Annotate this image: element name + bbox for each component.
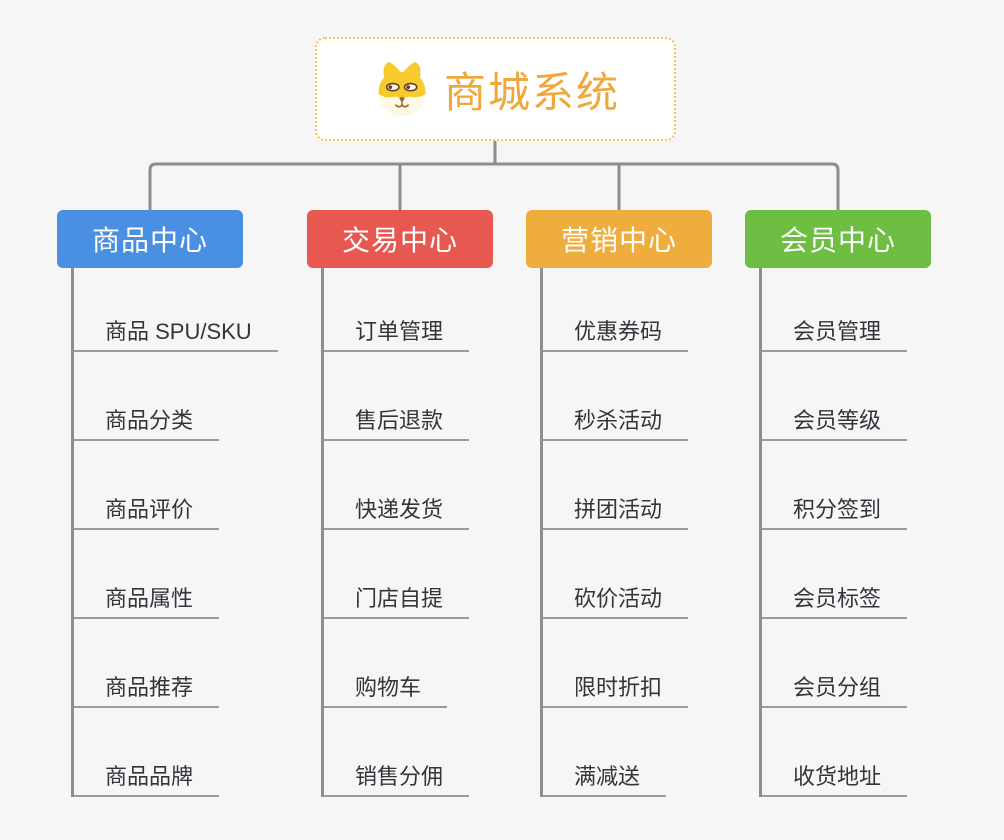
child-node[interactable]: 快递发货 (324, 441, 470, 530)
child-node[interactable]: 满减送 (543, 708, 667, 797)
dog-face-icon (378, 61, 426, 117)
child-node[interactable]: 秒杀活动 (543, 352, 689, 441)
child-node[interactable]: 会员分组 (762, 619, 908, 708)
child-node[interactable]: 销售分佣 (324, 708, 470, 797)
child-node[interactable]: 砍价活动 (543, 530, 689, 619)
child-node[interactable]: 售后退款 (324, 352, 470, 441)
child-node[interactable]: 商品评价 (74, 441, 220, 530)
child-node[interactable]: 会员管理 (762, 268, 908, 352)
child-node[interactable]: 限时折扣 (543, 619, 689, 708)
branch-node-1[interactable]: 商品中心 (57, 210, 243, 268)
child-node[interactable]: 门店自提 (324, 530, 470, 619)
child-node[interactable]: 优惠券码 (543, 268, 689, 352)
branch-children-group: 订单管理售后退款快递发货门店自提购物车销售分佣 (321, 268, 470, 797)
child-node[interactable]: 购物车 (324, 619, 448, 708)
child-node[interactable]: 商品分类 (74, 352, 220, 441)
branch-node-3[interactable]: 营销中心 (526, 210, 712, 268)
child-node[interactable]: 收货地址 (762, 708, 908, 797)
child-node[interactable]: 商品 SPU/SKU (74, 268, 278, 352)
child-node[interactable]: 商品属性 (74, 530, 220, 619)
child-node[interactable]: 会员标签 (762, 530, 908, 619)
child-node[interactable]: 商品品牌 (74, 708, 220, 797)
root-node-title: 商城系统 (443, 68, 620, 116)
branch-node-2[interactable]: 交易中心 (307, 210, 493, 268)
branch-node-4[interactable]: 会员中心 (745, 210, 931, 268)
branch-children-group: 优惠券码秒杀活动拼团活动砍价活动限时折扣满减送 (540, 268, 689, 797)
child-node[interactable]: 订单管理 (324, 268, 470, 352)
root-node[interactable]: 商城系统 (315, 37, 676, 141)
child-node[interactable]: 拼团活动 (543, 441, 689, 530)
child-node[interactable]: 商品推荐 (74, 619, 220, 708)
child-node[interactable]: 积分签到 (762, 441, 908, 530)
branch-children-group: 会员管理会员等级积分签到会员标签会员分组收货地址 (759, 268, 908, 797)
child-node[interactable]: 会员等级 (762, 352, 908, 441)
